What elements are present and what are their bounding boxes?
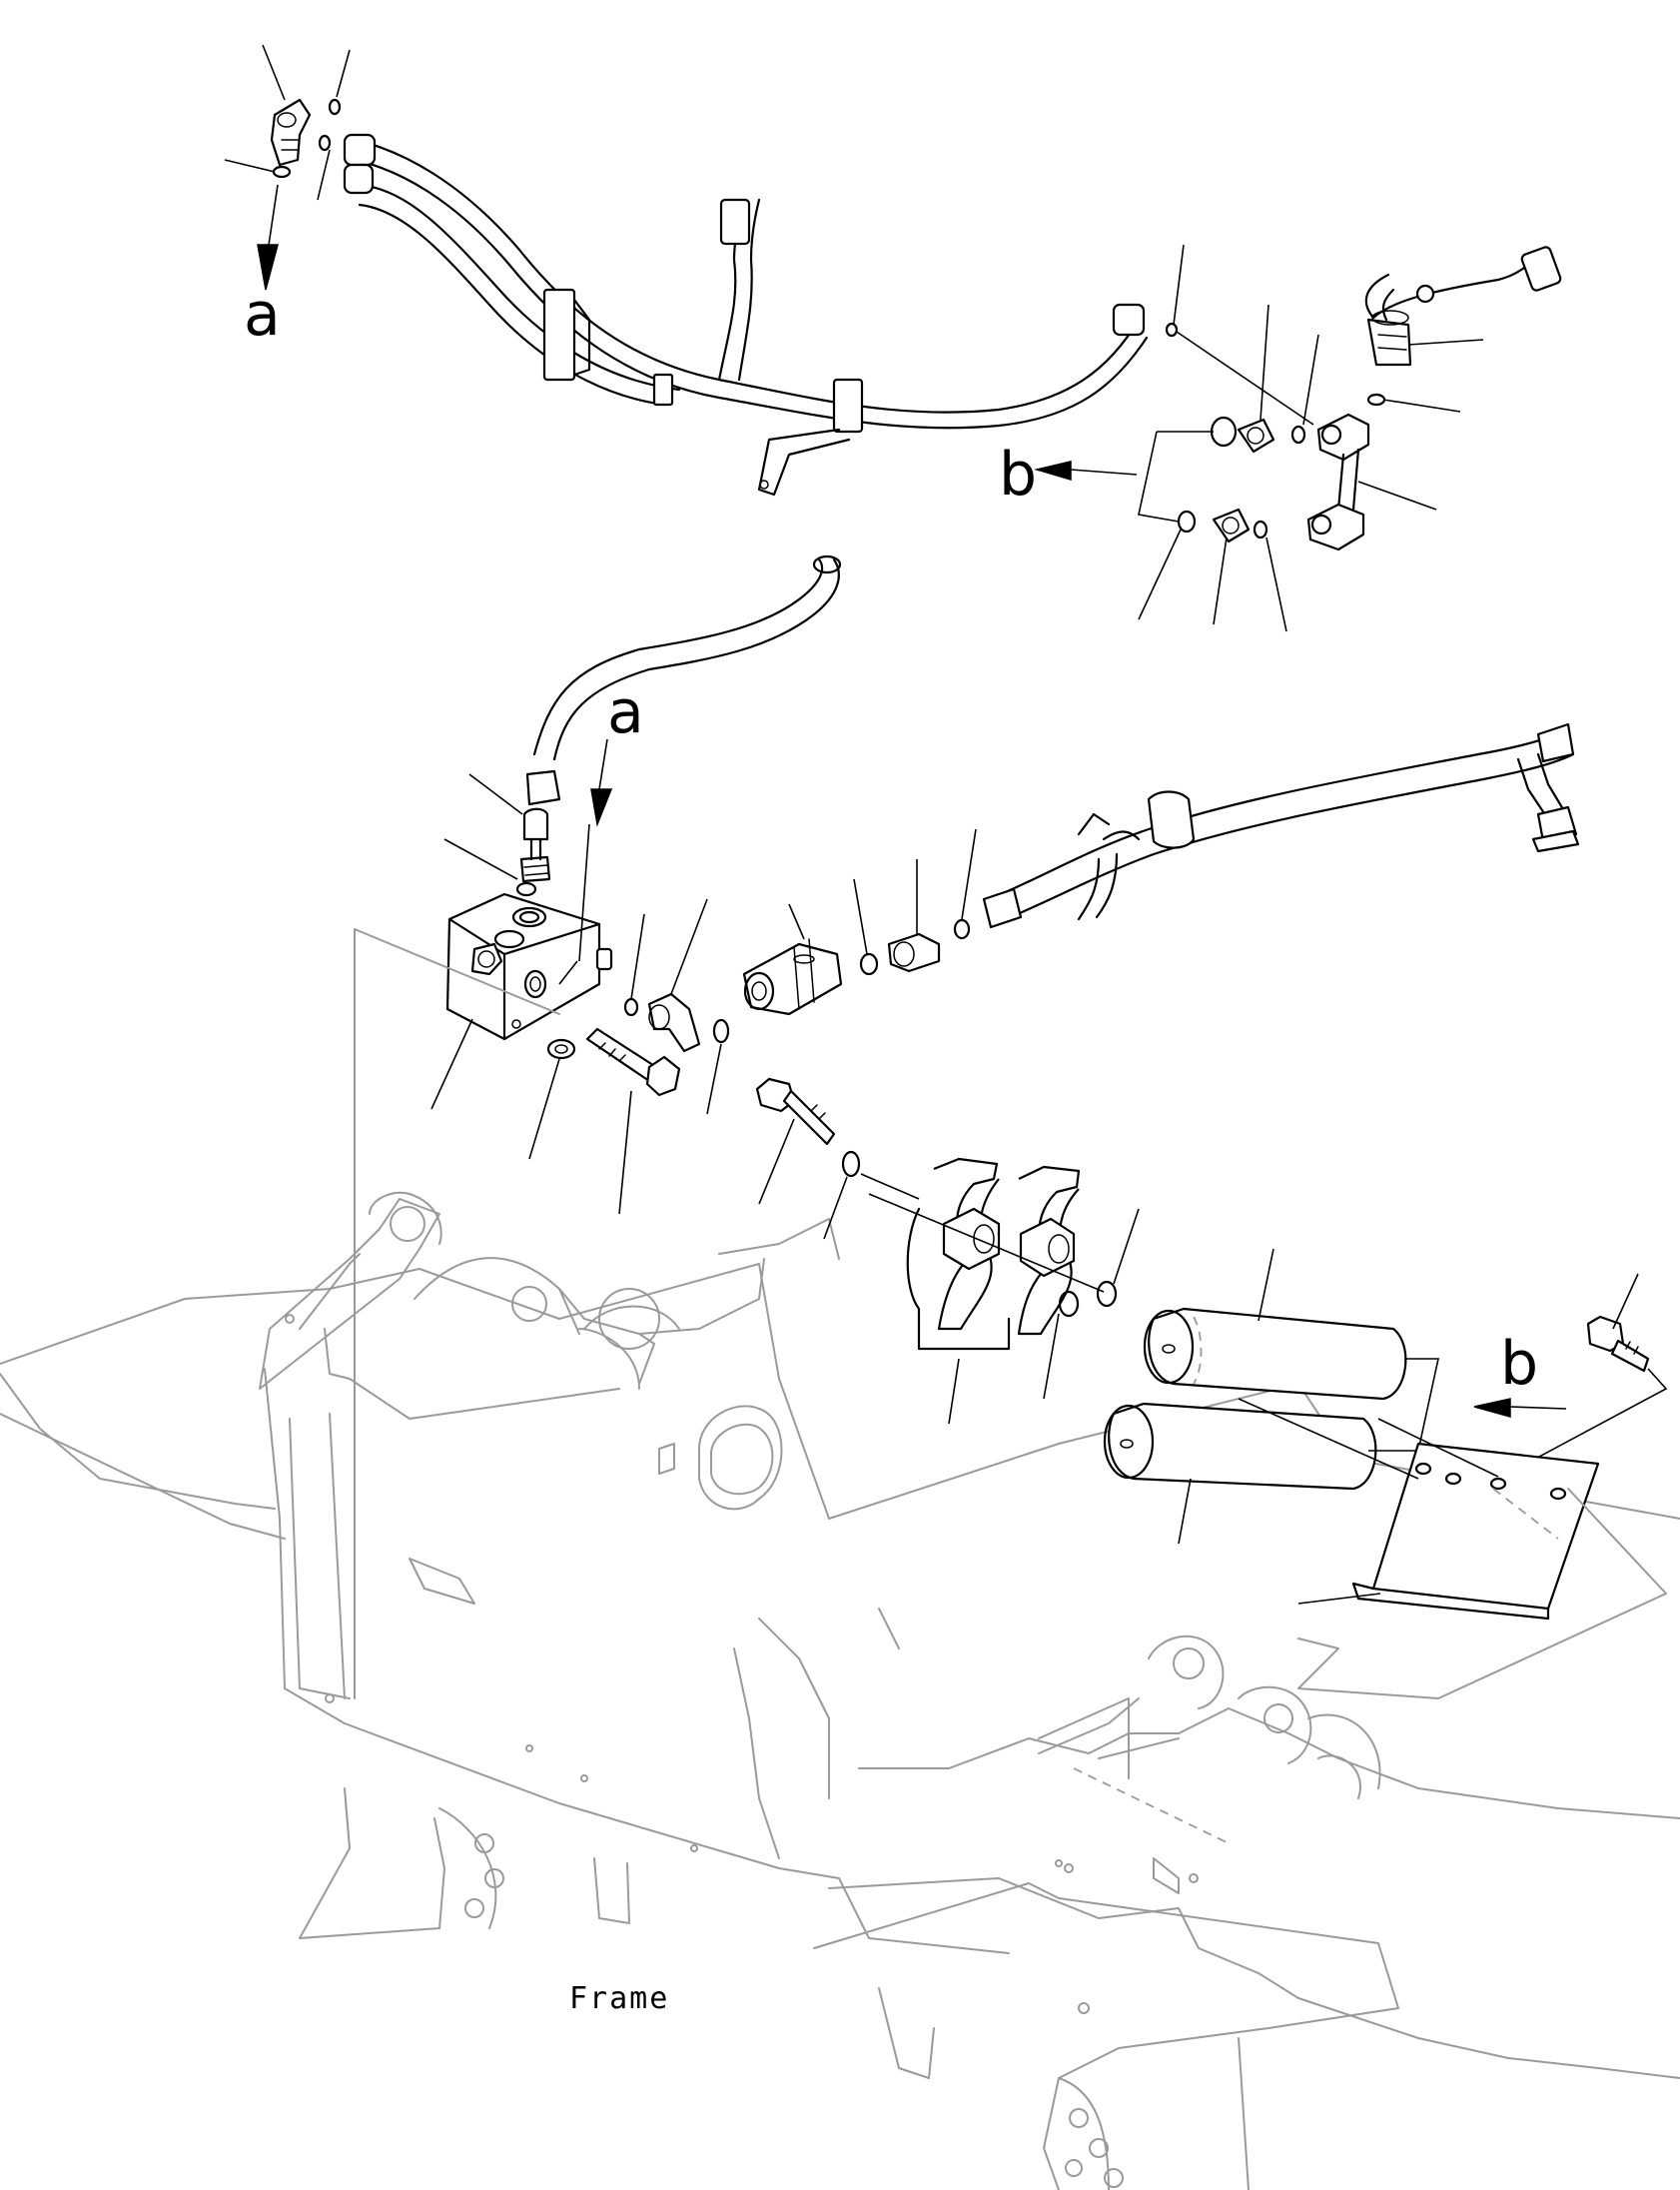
callout-b-lower: b	[1500, 1329, 1538, 1399]
frame-outline	[0, 1191, 1680, 2190]
hose-assembly-middle	[354, 554, 1580, 1699]
fitting-group-upper-right	[1034, 244, 1562, 632]
callout-a-lower: a	[607, 677, 644, 747]
accumulator-mount-group	[755, 1077, 1668, 1699]
callout-b-upper: b	[999, 440, 1037, 510]
hose-assembly-upper	[224, 44, 1149, 497]
frame-caption: Frame	[569, 1981, 669, 2016]
callout-a-upper: a	[244, 280, 281, 350]
